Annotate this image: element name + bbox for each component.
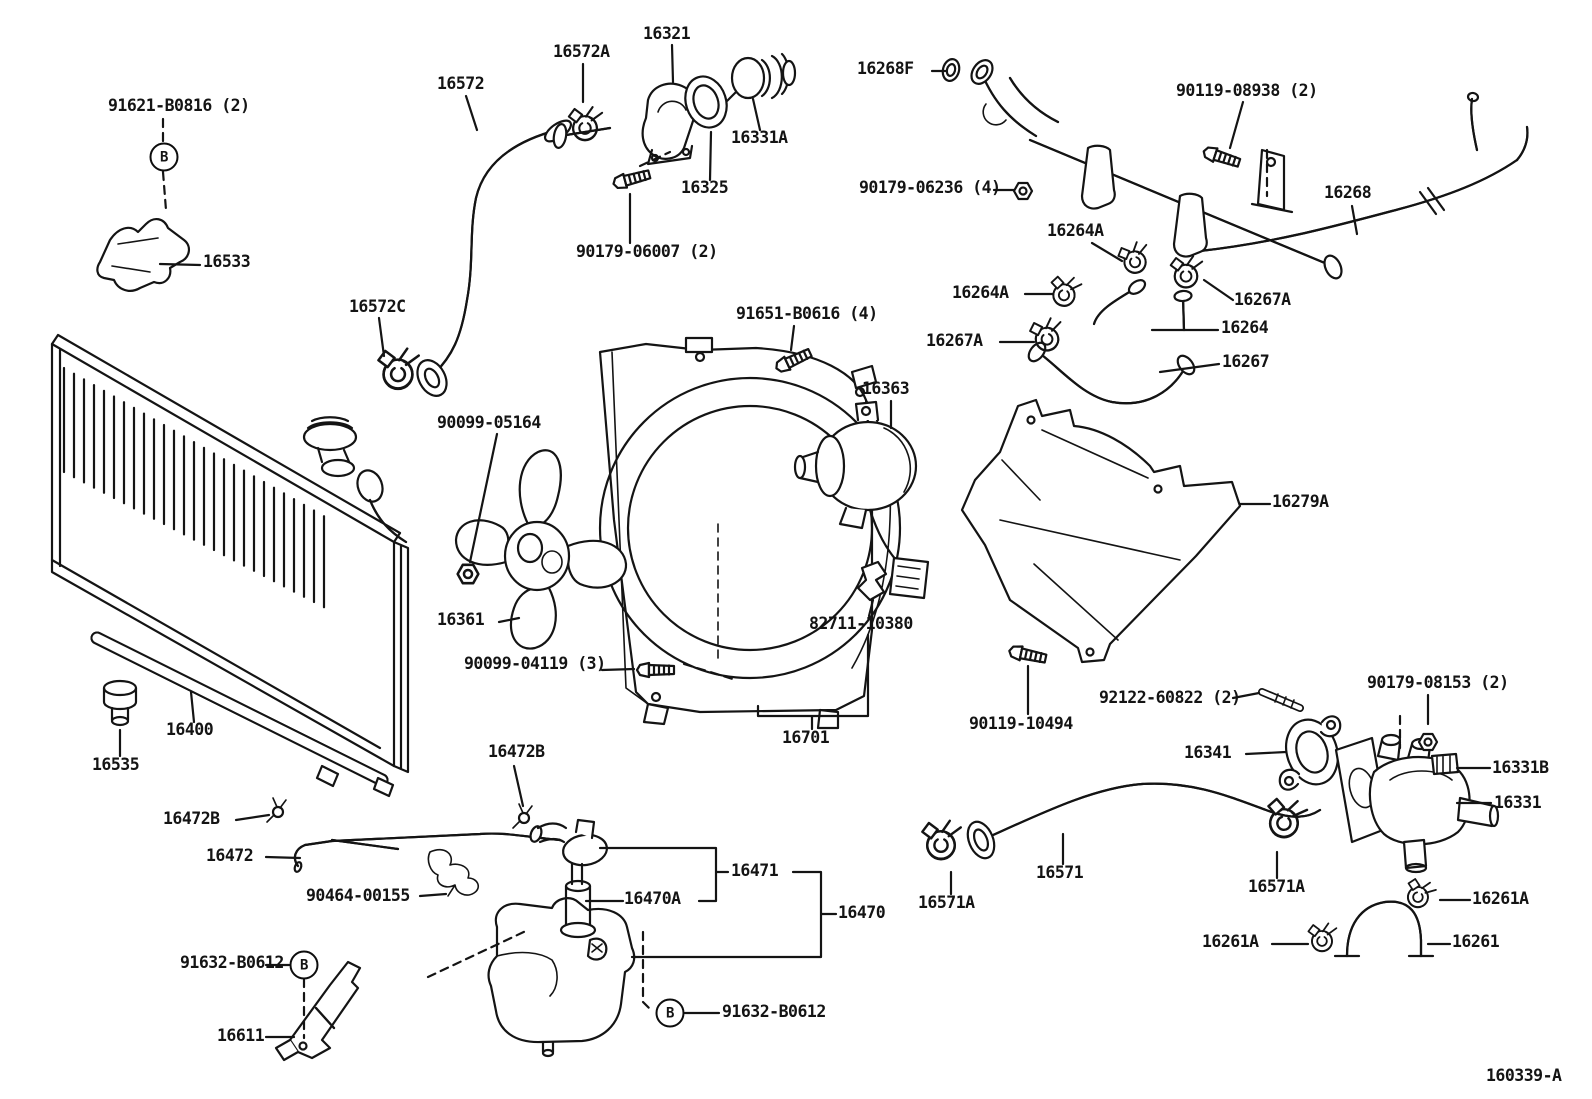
part-label-16331B: 16331B: [1492, 758, 1549, 777]
leader-lines: [118, 43, 1493, 1040]
part-label-16572: 16572: [437, 74, 485, 93]
part-label-16571: 16571: [1036, 863, 1084, 882]
part-label-91621-B0816: 91621-B0816 (2): [108, 96, 250, 115]
part-label-16470: 16470: [838, 903, 886, 922]
overflow-hose-16472-drawing: [293, 834, 560, 873]
part-label-16264: 16264: [1221, 318, 1269, 337]
part-label-16341: 16341: [1184, 743, 1232, 762]
water-inlet-16321-drawing: [552, 82, 698, 166]
part-label-16264A-1: 16264A: [1047, 221, 1104, 240]
part-label-16261: 16261: [1452, 932, 1500, 951]
part-label-16571A-1: 16571A: [918, 893, 975, 912]
clip-82711-10380-drawing: [856, 560, 888, 602]
thermostat-16331A-drawing: [725, 52, 797, 103]
part-label-90179-08153: 90179-08153 (2): [1367, 673, 1509, 692]
part-label-16472B-1: 16472B: [488, 742, 545, 761]
part-label-b-marker-3: B: [655, 998, 685, 1028]
part-label-16472: 16472: [206, 846, 254, 865]
part-label-90464-00155: 90464-00155: [306, 886, 410, 905]
part-label-82711-10380: 82711-10380: [809, 614, 913, 633]
part-label-16363: 16363: [862, 379, 910, 398]
clip-90464-00155-drawing: [427, 848, 480, 897]
part-label-16533: 16533: [203, 252, 251, 271]
part-label-16261A-2: 16261A: [1472, 889, 1529, 908]
part-label-16572C: 16572C: [349, 297, 406, 316]
gasket-16341-drawing: [1278, 715, 1342, 791]
part-label-16572A: 16572A: [553, 42, 610, 61]
hose-16267-drawing: [1027, 341, 1196, 404]
part-label-16535: 16535: [92, 755, 140, 774]
fan-motor-16363-drawing: [793, 400, 930, 600]
part-label-b-marker-1: B: [149, 142, 179, 172]
part-label-91632-B0612-2: 91632-B0612: [722, 1002, 826, 1021]
bracket-16611-drawing: [274, 960, 362, 1062]
hose-16261-drawing: [1333, 902, 1435, 956]
part-label-16571A-2: 16571A: [1248, 877, 1305, 896]
part-label-16611: 16611: [217, 1026, 265, 1045]
part-label-16331: 16331: [1494, 793, 1542, 812]
part-label-16261A-1: 16261A: [1202, 932, 1259, 951]
part-label-16325: 16325: [681, 178, 729, 197]
part-label-16267A-2: 16267A: [926, 331, 983, 350]
part-label-16264A-2: 16264A: [952, 283, 1009, 302]
bypass-pipe-16268-drawing: [970, 59, 1527, 280]
reservoir-cap-16470A-drawing: [529, 818, 608, 886]
stud-92122-60822-drawing: [1258, 688, 1304, 712]
hose-16264-drawing: [1094, 279, 1193, 330]
reservoir-tank-16470-drawing: [487, 879, 636, 1058]
part-label-90119-10494: 90119-10494: [969, 714, 1073, 733]
under-cover-16279A-drawing: [960, 398, 1242, 664]
water-outlet-16331-drawing: [1334, 733, 1500, 874]
part-label-16400: 16400: [166, 720, 214, 739]
doc-number: 160339-A: [1486, 1066, 1562, 1085]
part-label-90099-05164: 90099-05164: [437, 413, 541, 432]
part-label-16331A: 16331A: [731, 128, 788, 147]
bracket-16533-drawing: [96, 218, 190, 292]
fan-16361-drawing: [454, 449, 628, 650]
part-label-16472B-2: 16472B: [163, 809, 220, 828]
part-label-91632-B0612-1: 91632-B0612: [180, 953, 284, 972]
part-label-91651-B0616: 91651-B0616 (4): [736, 304, 878, 323]
radiator-16400-drawing: [50, 333, 408, 798]
part-label-90099-04119: 90099-04119 (3): [464, 654, 606, 673]
part-label-16268F: 16268F: [857, 59, 914, 78]
part-label-16471: 16471: [731, 861, 779, 880]
clamp-16331B-drawing: [1430, 752, 1460, 776]
drain-plug-16535: [102, 679, 138, 727]
lower-hose-16571-drawing: [963, 784, 1320, 860]
gasket-16325-drawing: [684, 75, 728, 129]
part-label-16361: 16361: [437, 610, 485, 629]
part-label-16268: 16268: [1324, 183, 1372, 202]
part-label-16267A-1: 16267A: [1234, 290, 1291, 309]
part-label-16267: 16267: [1222, 352, 1270, 371]
grommet-16268F-drawing: [941, 58, 961, 82]
part-label-90119-08938: 90119-08938 (2): [1176, 81, 1318, 100]
part-label-90179-06007: 90179-06007 (2): [576, 242, 718, 261]
part-label-16470A: 16470A: [624, 889, 681, 908]
part-label-90179-06236: 90179-06236 (4): [859, 178, 1001, 197]
part-label-16701: 16701: [782, 728, 830, 747]
part-label-92122-60822: 92122-60822 (2): [1099, 688, 1241, 707]
part-label-b-marker-2: B: [289, 950, 319, 980]
part-label-16279A: 16279A: [1272, 492, 1329, 511]
part-label-16321: 16321: [643, 24, 691, 43]
